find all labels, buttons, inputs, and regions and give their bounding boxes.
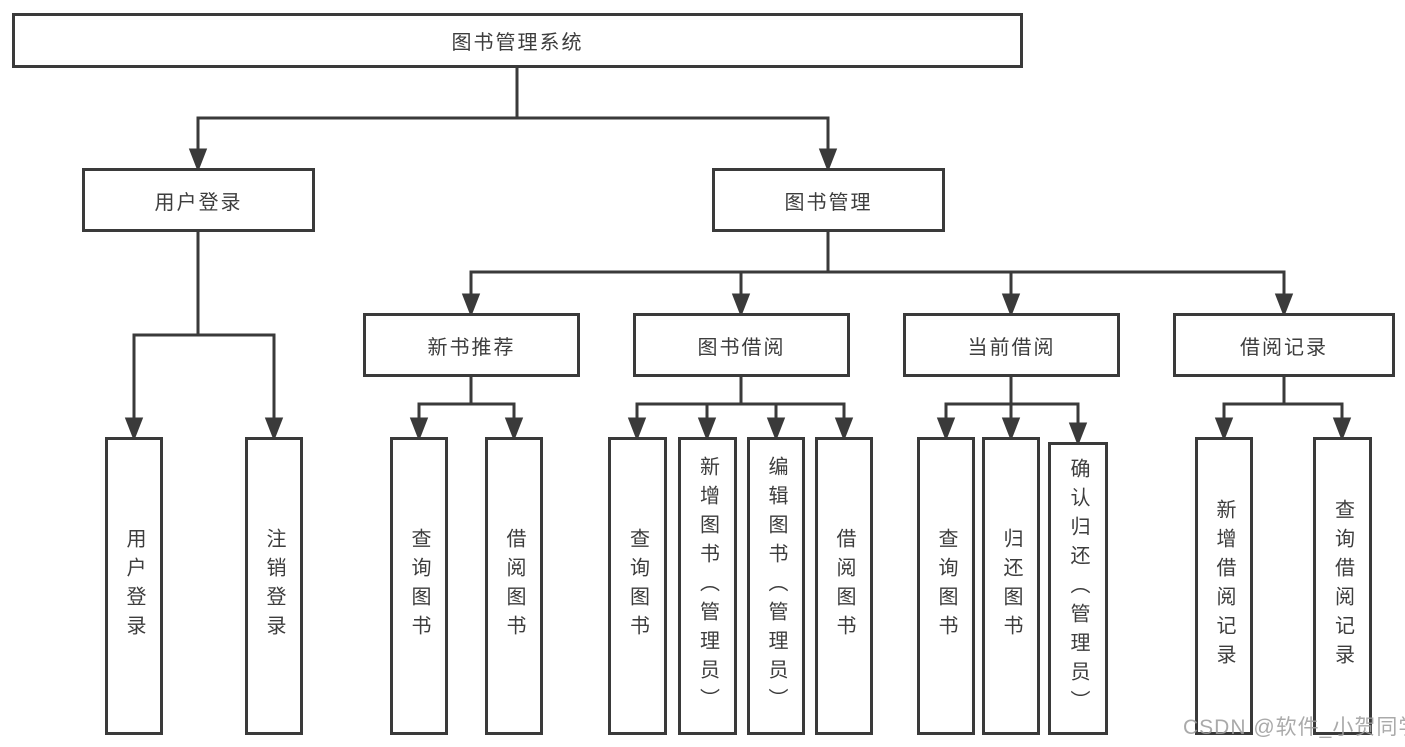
leaf-borrow-books-label: 借阅图书 — [833, 528, 855, 644]
leaf-logout-label: 注销登录 — [263, 528, 285, 644]
leaf-borrow-books: 借阅图书 — [815, 437, 873, 735]
node-new-book-recommend: 新书推荐 — [363, 313, 580, 377]
leaf-query-books-current-label: 查询图书 — [935, 528, 957, 644]
watermark: CSDN @软件_小贺同学 — [1183, 716, 1405, 739]
leaf-return-book-label: 归还图书 — [1000, 528, 1022, 644]
node-current-borrowing: 当前借阅 — [903, 313, 1120, 377]
leaf-user-login-label: 用户登录 — [123, 528, 145, 644]
leaf-add-borrow-record: 新增借阅记录 — [1195, 437, 1253, 735]
node-borrowing-records: 借阅记录 — [1173, 313, 1395, 377]
leaf-query-books-borrowing-label: 查询图书 — [626, 528, 649, 644]
leaf-user-login: 用户登录 — [105, 437, 163, 735]
leaf-query-books-current: 查询图书 — [917, 437, 975, 735]
leaf-query-books-recommend: 查询图书 — [390, 437, 448, 735]
leaf-borrow-books-recommend: 借阅图书 — [485, 437, 543, 735]
leaf-logout: 注销登录 — [245, 437, 303, 735]
leaf-query-borrow-record: 查询借阅记录 — [1313, 437, 1372, 735]
node-book-borrowing: 图书借阅 — [633, 313, 850, 377]
leaf-edit-book-admin-label: 编辑图书（管理员） — [765, 455, 787, 717]
leaf-add-book-admin: 新增图书（管理员） — [678, 437, 737, 735]
leaf-query-borrow-record-label: 查询借阅记录 — [1331, 499, 1354, 673]
leaf-confirm-return-admin-label: 确认归还（管理员） — [1067, 458, 1089, 719]
leaf-query-books-recommend-label: 查询图书 — [408, 528, 430, 644]
leaf-return-book: 归还图书 — [982, 437, 1040, 735]
node-library-system: 图书管理系统 — [12, 13, 1023, 68]
node-user-login-branch: 用户登录 — [82, 168, 315, 232]
leaf-confirm-return-admin: 确认归还（管理员） — [1048, 442, 1108, 735]
leaf-add-borrow-record-label: 新增借阅记录 — [1213, 499, 1235, 673]
leaf-edit-book-admin: 编辑图书（管理员） — [747, 437, 805, 735]
node-book-management: 图书管理 — [712, 168, 945, 232]
leaf-query-books-borrowing: 查询图书 — [608, 437, 667, 735]
leaf-add-book-admin-label: 新增图书（管理员） — [696, 455, 719, 717]
leaf-borrow-books-recommend-label: 借阅图书 — [503, 528, 525, 644]
